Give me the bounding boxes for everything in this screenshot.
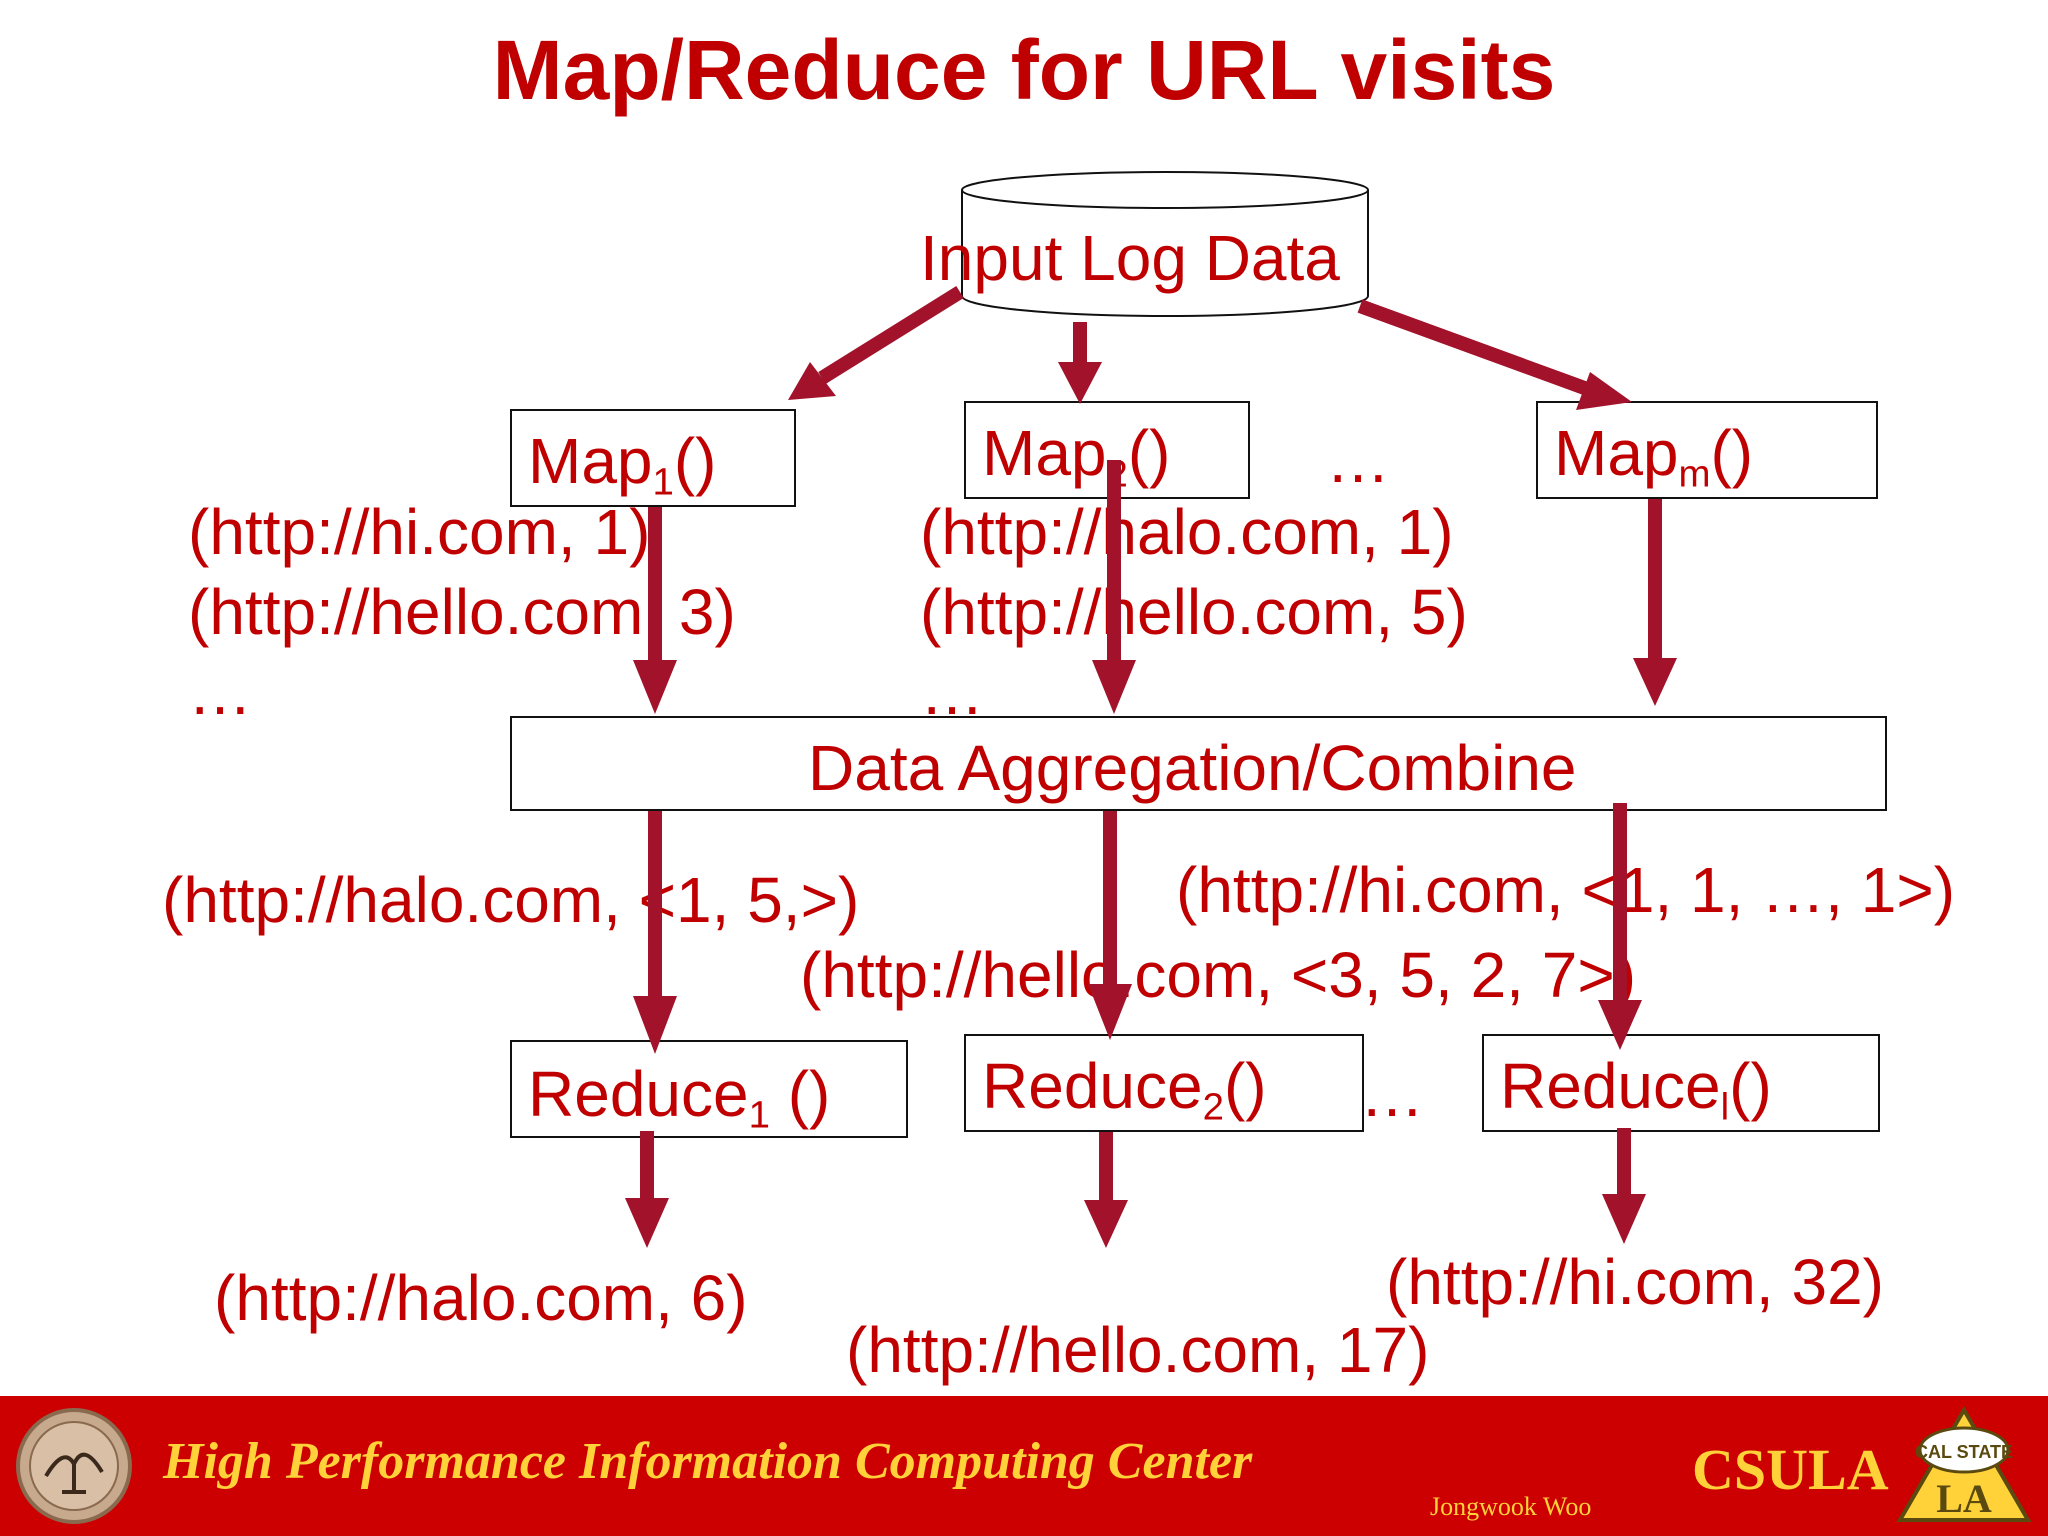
input-log-data-label: Input Log Data bbox=[920, 222, 1340, 294]
university-seal-icon bbox=[16, 1408, 132, 1524]
map1-output-line-1: (http://hi.com, 1) bbox=[188, 496, 651, 568]
map-2-box: Map2() bbox=[964, 401, 1250, 499]
footer-bar: High Performance Information Computing C… bbox=[0, 1396, 2048, 1536]
arrowhead-mapm bbox=[1576, 372, 1632, 410]
reduce-l-box: Reducel() bbox=[1482, 1034, 1880, 1132]
data-aggregation-combine-box bbox=[510, 716, 1887, 811]
map-1-box: Map1() bbox=[510, 409, 796, 507]
map2-output-line-2: (http://hello.com, 5) bbox=[920, 576, 1468, 648]
reduce-1-label: Reduce1 () bbox=[528, 1058, 831, 1137]
result-hello: (http://hello.com, 17) bbox=[846, 1314, 1430, 1386]
arrowhead-reduce1 bbox=[633, 996, 677, 1054]
logo-letters: LA bbox=[1936, 1476, 1992, 1521]
map1-output-ellipsis: … bbox=[188, 656, 252, 728]
map2-output-line-1: (http://halo.com, 1) bbox=[920, 496, 1454, 568]
map-1-label: Map1() bbox=[528, 425, 717, 504]
map-ellipsis: … bbox=[1326, 424, 1390, 496]
input-log-data-cylinder-icon bbox=[961, 171, 1369, 317]
reduce-1-box: Reduce1 () bbox=[510, 1040, 908, 1138]
arrowhead-reduce2 bbox=[1088, 984, 1132, 1040]
flow-arrows bbox=[625, 286, 1677, 1248]
arrowhead-map1 bbox=[788, 362, 836, 400]
reduce-l-label: Reducel() bbox=[1500, 1050, 1772, 1129]
arrowhead-result3 bbox=[1602, 1194, 1646, 1244]
map1-output-line-2: (http://hello.com, 3) bbox=[188, 576, 736, 648]
cal-state-la-logo-icon: CAL STATE LA bbox=[1896, 1406, 2032, 1522]
result-halo: (http://halo.com, 6) bbox=[214, 1262, 748, 1334]
arrowhead-map1-combine bbox=[633, 660, 677, 714]
school-name: CSULA bbox=[1692, 1437, 1889, 1502]
map-m-box: Mapm() bbox=[1536, 401, 1878, 499]
logo-text: CAL STATE bbox=[1915, 1442, 2013, 1462]
slide-title: Map/Reduce for URL visits bbox=[492, 23, 1556, 117]
arrowhead-result2 bbox=[1084, 1200, 1128, 1248]
arrowhead-mapm-combine bbox=[1633, 658, 1677, 706]
arrowhead-map2 bbox=[1058, 362, 1102, 404]
result-hi: (http://hi.com, 32) bbox=[1386, 1246, 1884, 1318]
center-name: High Performance Information Computing C… bbox=[163, 1433, 1253, 1490]
data-aggregation-combine-label: Data Aggregation/Combine bbox=[808, 732, 1577, 804]
author-name: Jongwook Woo bbox=[1430, 1492, 1592, 1521]
arrow-input-to-map1 bbox=[818, 286, 964, 384]
reduce-2-label: Reduce2() bbox=[982, 1050, 1267, 1129]
grouped-hi: (http://hi.com, <1, 1, …, 1>) bbox=[1176, 854, 1955, 926]
map-2-label: Map2() bbox=[982, 417, 1171, 496]
arrowhead-result1 bbox=[625, 1198, 669, 1248]
grouped-halo: (http://halo.com, <1, 5,>) bbox=[162, 864, 860, 936]
arrowhead-reducel bbox=[1598, 1000, 1642, 1050]
arrow-input-to-mapm bbox=[1357, 299, 1593, 397]
map2-output-ellipsis: … bbox=[920, 656, 984, 728]
arrowhead-map2-combine bbox=[1092, 660, 1136, 714]
reduce-ellipsis: … bbox=[1360, 1058, 1424, 1130]
map-m-label: Mapm() bbox=[1554, 417, 1754, 496]
reduce-2-box: Reduce2() bbox=[964, 1034, 1364, 1132]
grouped-hello: (http://hello.com, <3, 5, 2, 7>) bbox=[800, 939, 1636, 1011]
